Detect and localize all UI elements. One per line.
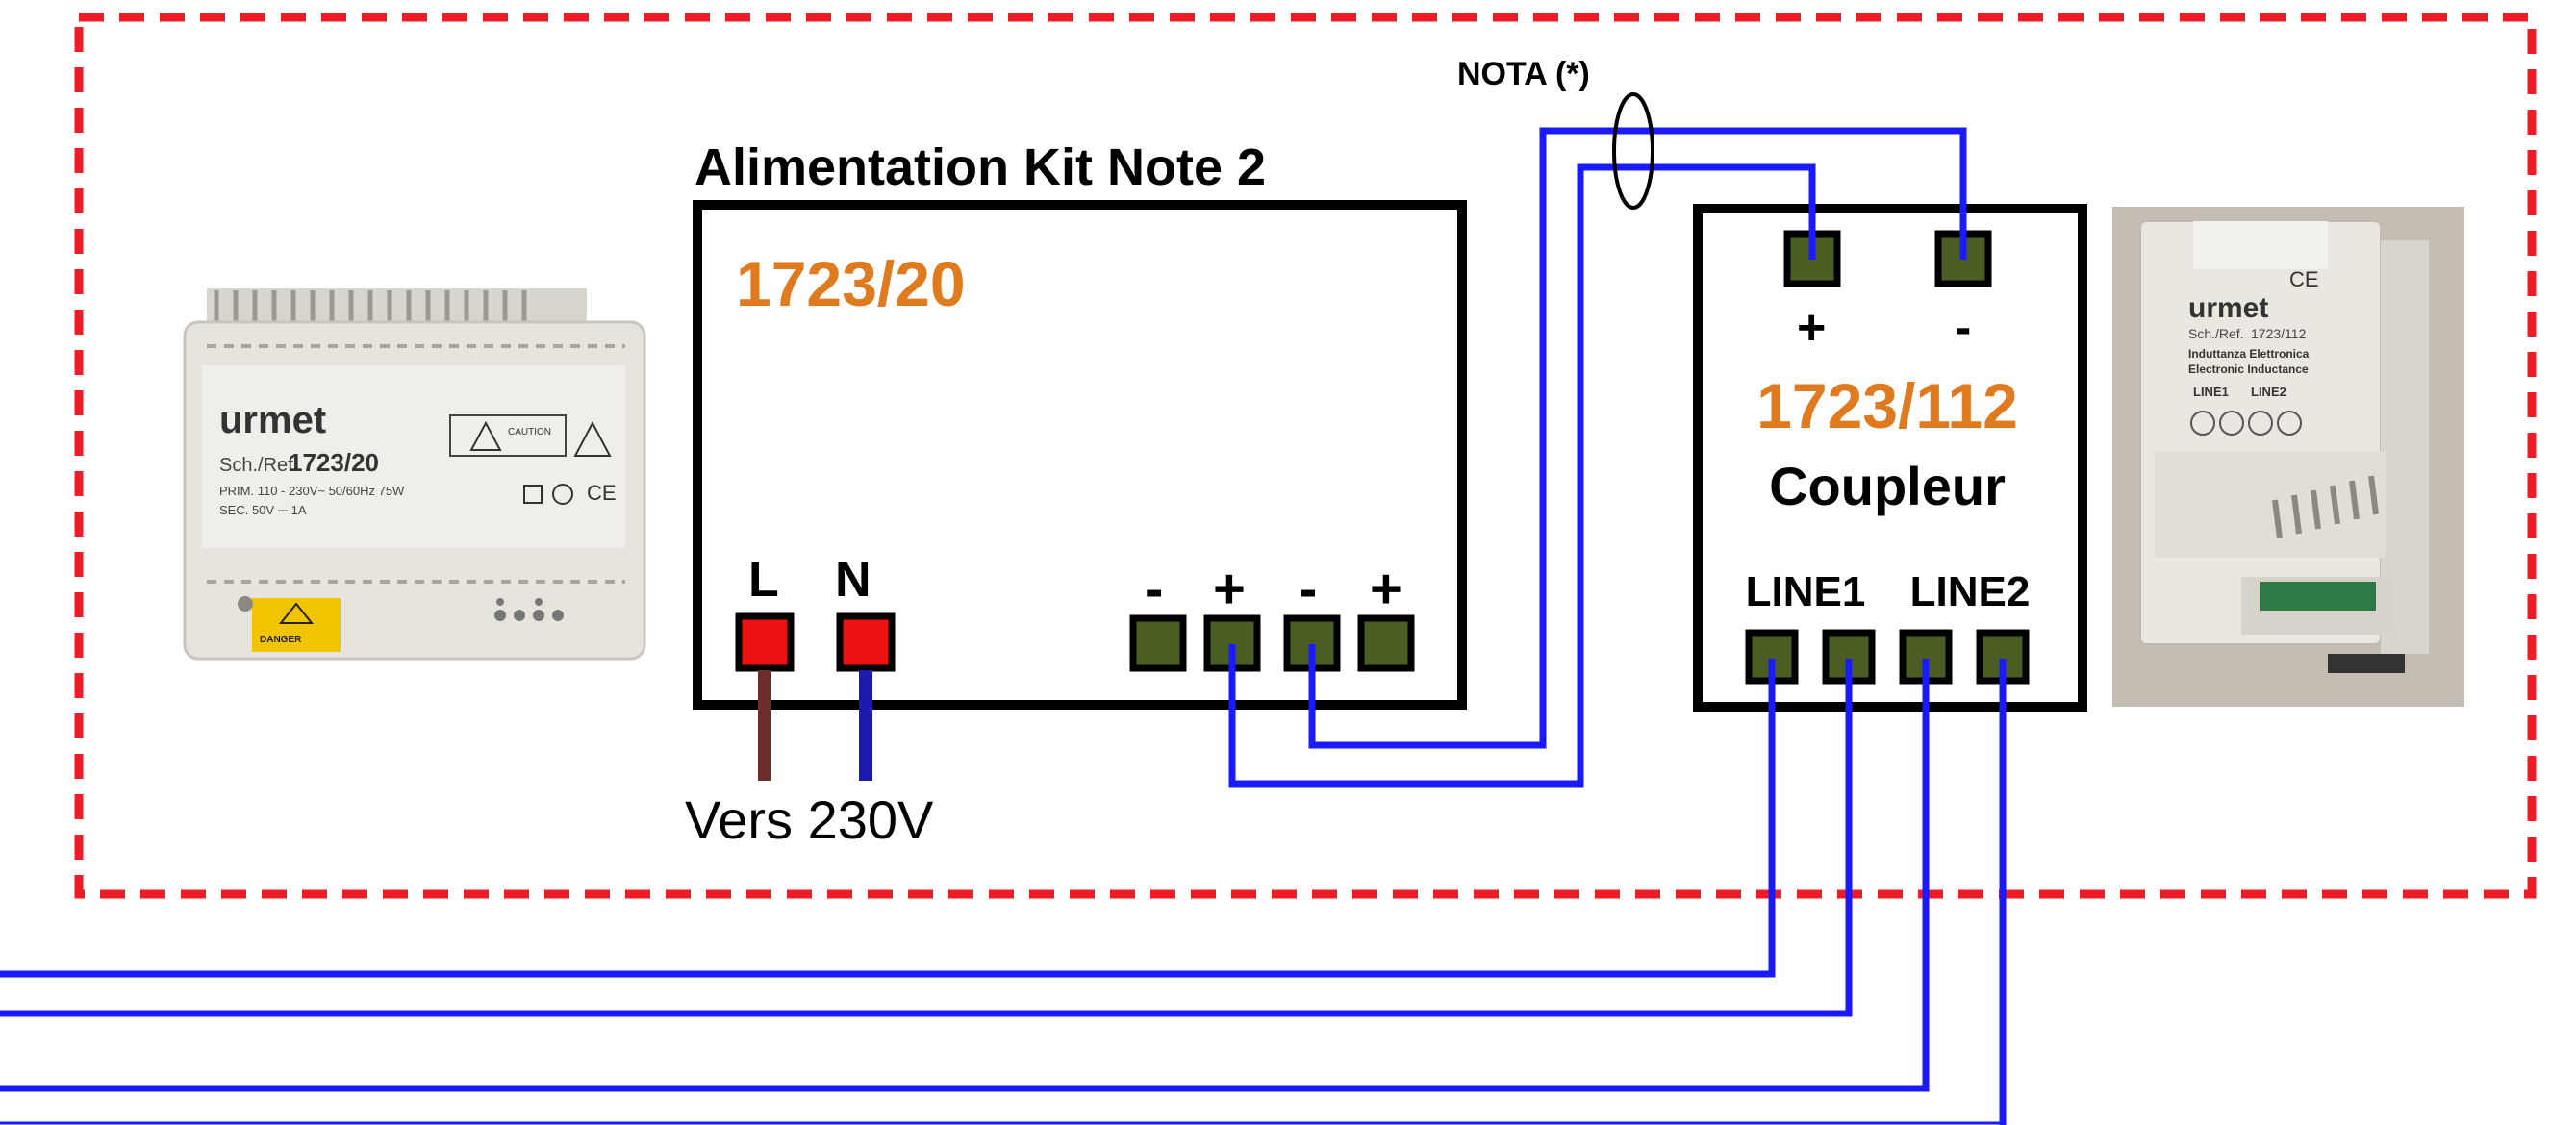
photo-danger-icon [278, 602, 315, 624]
coupler-photo-ref-prefix: Sch./Ref. [2188, 326, 2244, 341]
coupler-photo-line1: LINE1 [2193, 385, 2229, 399]
output-label-3: - [1299, 558, 1317, 620]
bus-wire-line1-a [0, 659, 1776, 978]
photo-caution-label: CAUTION [508, 427, 551, 438]
coupler-photo-desc-2: Electronic Inductance [2188, 362, 2309, 376]
bus-wire-line2-a [0, 659, 1930, 1092]
photo-danger-label: DANGER [260, 635, 302, 645]
coupler-line1-label: LINE1 [1746, 568, 1866, 615]
coupler-model: 1723/112 [1756, 370, 2018, 441]
photo-warning-icon [469, 420, 502, 451]
photo-brand-label: urmet [219, 399, 326, 441]
coupler-photo-brand: urmet [2188, 292, 2268, 324]
coupler-photo-line2: LINE2 [2251, 385, 2286, 399]
terminal-l [735, 612, 795, 672]
terminal-n [836, 612, 896, 672]
wire-psu-plus-to-coupler-plus [1228, 163, 1816, 788]
terminal-label-n: N [835, 552, 871, 608]
output-terminal-4 [1357, 614, 1415, 672]
coupler-photo-ce-mark: CE [2289, 267, 2319, 291]
mains-label: Vers 230V [685, 789, 934, 850]
output-label-1: - [1145, 558, 1163, 620]
photo-warning-icon-2 [573, 420, 612, 457]
output-label-4: + [1370, 558, 1402, 620]
photo-ce-mark: CE [587, 481, 617, 505]
power-supply-model: 1723/20 [736, 248, 966, 319]
coupler-label-minus: - [1955, 300, 1971, 356]
wire-psu-minus-to-coupler-minus [1308, 127, 1967, 749]
photo-prim-label: PRIM. 110 - 230V~ 50/60Hz 75W [219, 484, 405, 498]
photo-ref-prefix: Sch./Ref. [219, 455, 298, 476]
coupler-box [1693, 204, 2087, 712]
output-terminal-1 [1129, 614, 1187, 672]
coupler-label-plus: + [1797, 300, 1826, 356]
photo-sec-label: SEC. 50V ⎓ 1A [219, 503, 307, 517]
nota-label: NOTA (*) [1457, 56, 1590, 92]
bus-wire-line1-b [0, 659, 1853, 1017]
coupler-photo: CE urmet Sch./Ref. 1723/112 Induttanza E… [2112, 207, 2464, 707]
installation-boundary [74, 12, 2537, 899]
photo-ref-value: 1723/20 [289, 448, 379, 477]
terminal-label-l: L [748, 552, 779, 608]
nota-twisted-pair-marker [1612, 92, 1654, 210]
power-supply-photo: urmet Sch./Ref. 1723/20 PRIM. 110 - 230V… [183, 288, 646, 661]
coupler-line1-terminal-b [1822, 629, 1876, 685]
output-label-2: + [1213, 558, 1246, 620]
power-supply-title: Alimentation Kit Note 2 [695, 138, 1266, 196]
coupler-line2-label: LINE2 [1910, 568, 2031, 615]
coupler-name: Coupleur [1769, 456, 2006, 516]
coupler-photo-desc-1: Induttanza Elettronica [2188, 347, 2310, 361]
coupler-photo-ref: 1723/112 [2251, 326, 2307, 341]
